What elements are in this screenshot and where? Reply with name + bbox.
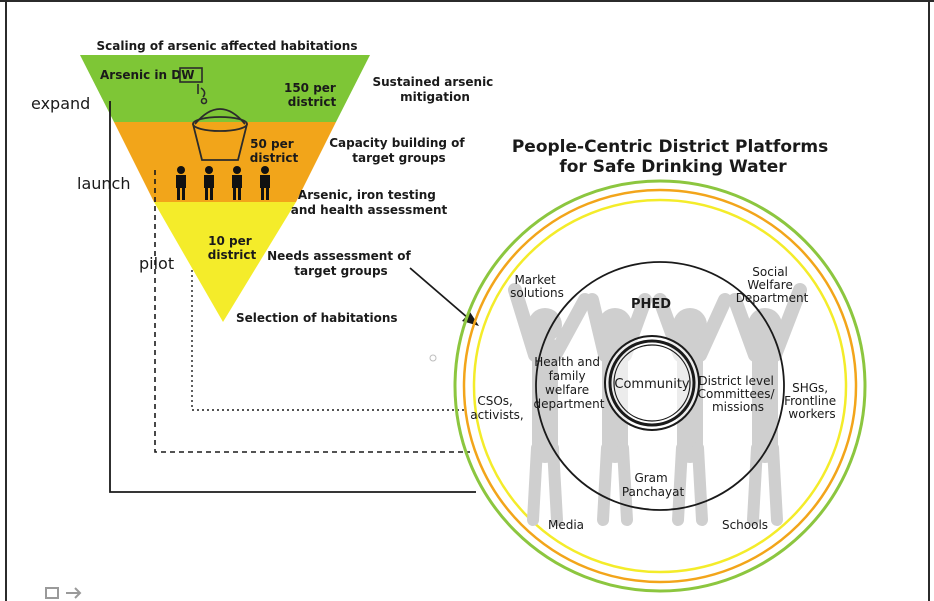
person-icon: [260, 166, 270, 200]
funnel-band-green: [80, 55, 370, 122]
platform-title: People-Centric District Platforms for Sa…: [512, 137, 834, 177]
label-social-welfare: Social Welfare Department: [736, 265, 809, 305]
person-icon: [204, 166, 214, 200]
step-testing-assessment: Arsenic, iron testing and health assessm…: [291, 188, 448, 217]
arsenic-label: Arsenic in DW: [100, 68, 194, 82]
frame-border-left: [5, 0, 7, 601]
person-icon: [232, 166, 242, 200]
label-phed: PHED: [631, 297, 671, 312]
community-ring-outer: [604, 335, 700, 431]
label-shgs-frontline: SHGs, Frontline workers: [784, 381, 840, 421]
connector-lines: [109, 101, 479, 493]
stray-dot: [429, 354, 437, 362]
funnel: Scaling of arsenic affected habitations …: [31, 39, 498, 325]
label-schools: Schools: [722, 518, 768, 532]
launch-count: 50 per district: [250, 137, 299, 165]
bottom-toolbar-icon[interactable]: [45, 587, 82, 599]
label-csos-activists: CSOs, activists,: [470, 394, 523, 422]
label-district-committees: District level Committees/ missions: [698, 374, 779, 414]
ring-outer-green: [453, 179, 867, 593]
expand-count: 150 per district: [284, 81, 340, 109]
pilot-connector: [191, 270, 464, 411]
person-icon: [176, 166, 186, 200]
frame-border-top: [0, 0, 934, 2]
label-media: Media: [548, 518, 584, 532]
people-figures: [176, 166, 270, 200]
frame-border-right: [928, 0, 930, 601]
bucket-icon: [192, 108, 248, 161]
launch-connector: [154, 170, 470, 453]
inner-circle: [535, 261, 785, 511]
label-market-solutions: Market solutions: [510, 273, 564, 300]
platform: People-Centric District Platforms for Sa…: [453, 137, 867, 593]
step-selection-habitations: Selection of habitations: [236, 311, 398, 325]
community-label: Community: [614, 377, 690, 392]
funnel-top-title: Scaling of arsenic affected habitations: [97, 39, 358, 53]
step-sustained-mitigation: Sustained arsenic mitigation: [373, 75, 498, 104]
label-health-welfare: Health and family welfare department: [534, 355, 605, 411]
needs-arrow-line: [409, 267, 469, 319]
ring-yellow: [472, 198, 848, 574]
stage-label-pilot: pilot: [139, 254, 174, 273]
community-ring-mid: [608, 339, 696, 427]
step-needs-assessment: Needs assessment of target groups: [267, 249, 415, 278]
silhouette-figure: [728, 283, 807, 526]
label-gram-panchayat: Gram Panchayat: [622, 471, 685, 499]
community-ring-inner: [613, 344, 691, 422]
stage-label-expand: expand: [31, 94, 90, 113]
tap-icon: [179, 67, 208, 105]
pilot-count: 10 per district: [208, 234, 257, 262]
ring-orange: [462, 188, 858, 584]
funnel-band-yellow: [154, 202, 296, 322]
step-capacity-building: Capacity building of target groups: [329, 136, 469, 165]
funnel-band-orange: [114, 122, 336, 202]
stage-label-launch: launch: [77, 174, 130, 193]
expand-connector: [109, 101, 476, 493]
